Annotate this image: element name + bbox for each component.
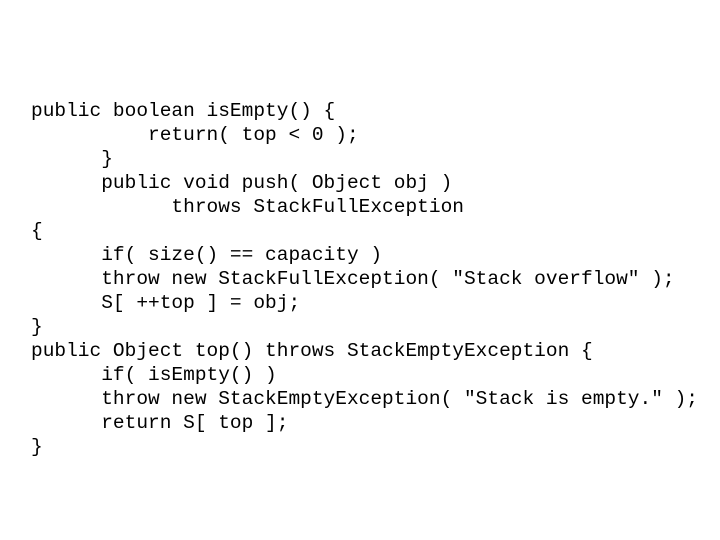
code-line: S[ ++top ] = obj;: [31, 292, 301, 314]
code-line: public void push( Object obj ): [31, 172, 453, 194]
code-line: return( top < 0 );: [31, 124, 359, 146]
java-code-block: public boolean isEmpty() { return( top <…: [31, 99, 720, 459]
code-line: throws StackFullException: [31, 196, 464, 218]
code-line: public boolean isEmpty() {: [31, 100, 336, 122]
code-line: {: [31, 220, 43, 242]
code-line: public Object top() throws StackEmptyExc…: [31, 340, 593, 362]
code-line: if( size() == capacity ): [31, 244, 383, 266]
code-line: if( isEmpty() ): [31, 364, 277, 386]
code-line: return S[ top ];: [31, 412, 289, 434]
code-line: }: [31, 316, 43, 338]
code-line: }: [31, 436, 43, 458]
code-line: throw new StackFullException( "Stack ove…: [31, 268, 675, 290]
code-line: }: [31, 148, 113, 170]
code-line: throw new StackEmptyException( "Stack is…: [31, 388, 699, 410]
